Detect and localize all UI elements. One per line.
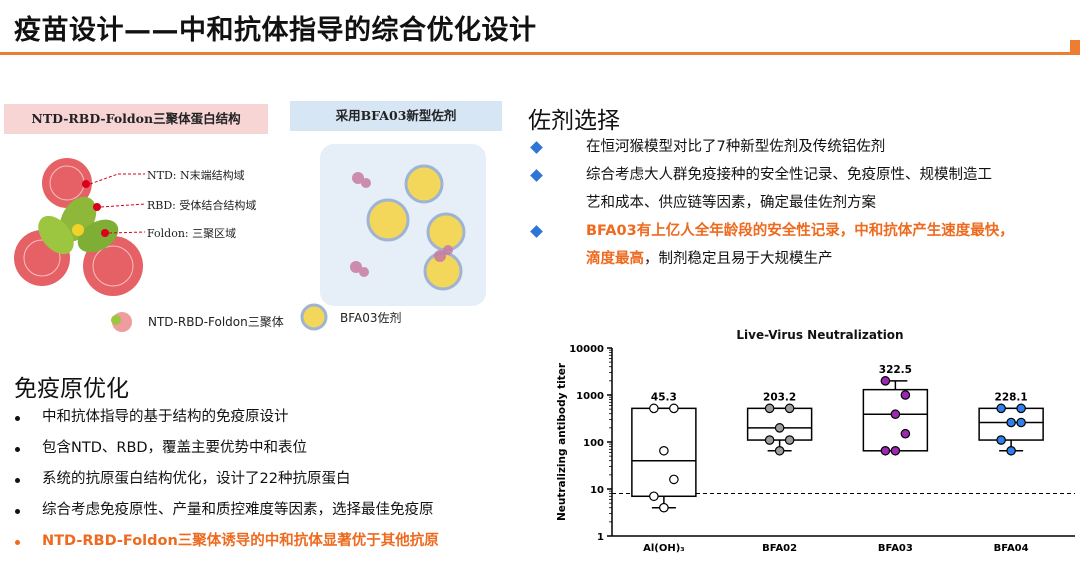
- immunogen-item: 系统的抗原蛋白结构优化，设计了22种抗原蛋白: [12, 464, 532, 495]
- y-tick-label: 10000: [569, 344, 604, 355]
- y-tick-label: 10: [590, 485, 604, 496]
- legend-adjuvant-label: BFA03佐剂: [340, 311, 402, 325]
- x-tick-label: BFA04: [994, 543, 1029, 554]
- data-point: [1016, 417, 1026, 428]
- data-point: [1006, 445, 1016, 456]
- data-point: [774, 423, 785, 433]
- bullet-dot-icon: [15, 447, 20, 452]
- bullet-dot-icon: [15, 540, 20, 545]
- data-point: [1016, 403, 1026, 414]
- diamond-bullet-icon: [530, 141, 543, 154]
- chart-title: Live-Virus Neutralization: [736, 328, 904, 342]
- legend-icons: [111, 303, 328, 332]
- data-point: [649, 491, 659, 502]
- immunogen-item: NTD-RBD-Foldon三聚体诱导的中和抗体显著优于其他抗原: [12, 526, 532, 557]
- data-point: [669, 474, 679, 485]
- geomean-label: 228.1: [995, 391, 1028, 403]
- data-point: [1006, 417, 1016, 428]
- bullet-dot-icon: [15, 478, 20, 483]
- y-tick-label: 100: [583, 438, 604, 449]
- data-point: [784, 403, 795, 414]
- y-tick-label: 1000: [576, 391, 604, 402]
- data-point: [669, 403, 679, 414]
- immunogen-list: 中和抗体指导的基于结构的免疫原设计 包含NTD、RBD，覆盖主要优势中和表位 系…: [12, 402, 532, 557]
- data-point: [764, 435, 775, 445]
- data-point: [649, 403, 659, 414]
- diamond-bullet-icon: [530, 225, 543, 238]
- adjuvant-header: 采用BFA03新型佐剂: [290, 101, 502, 131]
- data-point: [900, 390, 911, 400]
- immunogen-item: 中和抗体指导的基于结构的免疫原设计: [12, 402, 532, 433]
- data-point: [774, 445, 785, 456]
- adjuvant-item: 综合考虑大人群免疫接种的安全性记录、免疫原性、规模制造工艺和成本、供应链等因素，…: [528, 161, 1080, 217]
- data-point: [890, 445, 901, 456]
- adjuvant-section-title: 佐剂选择: [528, 108, 620, 134]
- data-point: [764, 403, 775, 414]
- foldon-label: Foldon: 三聚区域: [147, 227, 237, 240]
- adjuvant-item: BFA03有上亿人全年龄段的安全性记录，中和抗体产生速度最快，滴度最高，制剂稳定…: [528, 217, 1080, 273]
- data-point: [659, 502, 669, 513]
- immunogen-section-title: 免疫原优化: [14, 376, 129, 402]
- adjuvant-panel-illustration: [320, 144, 486, 306]
- box: [746, 407, 813, 441]
- y-axis-label: Neutralizing antibody titer: [556, 362, 568, 521]
- adjuvant-list: 在恒河猴模型对比了7种新型佐剂及传统铝佐剂 综合考虑大人群免疫接种的安全性记录、…: [528, 133, 1080, 273]
- x-tick-label: Al(OH)₃: [643, 543, 685, 554]
- immunogen-item: 包含NTD、RBD，覆盖主要优势中和表位: [12, 433, 532, 464]
- geomean-label: 322.5: [879, 364, 912, 376]
- title-corner-accent: [1070, 40, 1080, 55]
- trimer-header: NTD-RBD-Foldon三聚体蛋白结构: [4, 104, 268, 134]
- title-rule: [0, 52, 1080, 55]
- page-title: 疫苗设计——中和抗体指导的综合优化设计: [14, 15, 537, 46]
- rbd-label: RBD: 受体结合结构域: [147, 199, 257, 212]
- diamond-bullet-icon: [530, 169, 543, 182]
- data-point: [996, 403, 1006, 414]
- data-point: [784, 435, 795, 445]
- diagram-illustration: [14, 144, 486, 332]
- y-tick-label: 1: [597, 532, 604, 543]
- box: [862, 388, 929, 452]
- geomean-label: 45.3: [651, 391, 677, 403]
- data-point: [996, 435, 1006, 445]
- data-point: [900, 428, 911, 439]
- immunogen-item: 综合考虑免疫原性、产量和质控难度等因素，选择最佳免疫原: [12, 495, 532, 526]
- protein-trimer-illustration: [14, 158, 146, 296]
- x-tick-label: BFA03: [878, 543, 913, 554]
- geomean-label: 203.2: [763, 391, 796, 403]
- data-point: [880, 376, 891, 386]
- ntd-label: NTD: N末端结构域: [147, 169, 245, 182]
- adjuvant-item: 在恒河猴模型对比了7种新型佐剂及传统铝佐剂: [528, 133, 1080, 161]
- data-point: [659, 445, 669, 456]
- legend-trimer-label: NTD-RBD-Foldon三聚体: [148, 315, 284, 329]
- x-tick-label: BFA02: [762, 543, 797, 554]
- bullet-dot-icon: [15, 509, 20, 514]
- bullet-dot-icon: [15, 416, 20, 421]
- data-point: [890, 409, 901, 420]
- data-point: [880, 445, 891, 456]
